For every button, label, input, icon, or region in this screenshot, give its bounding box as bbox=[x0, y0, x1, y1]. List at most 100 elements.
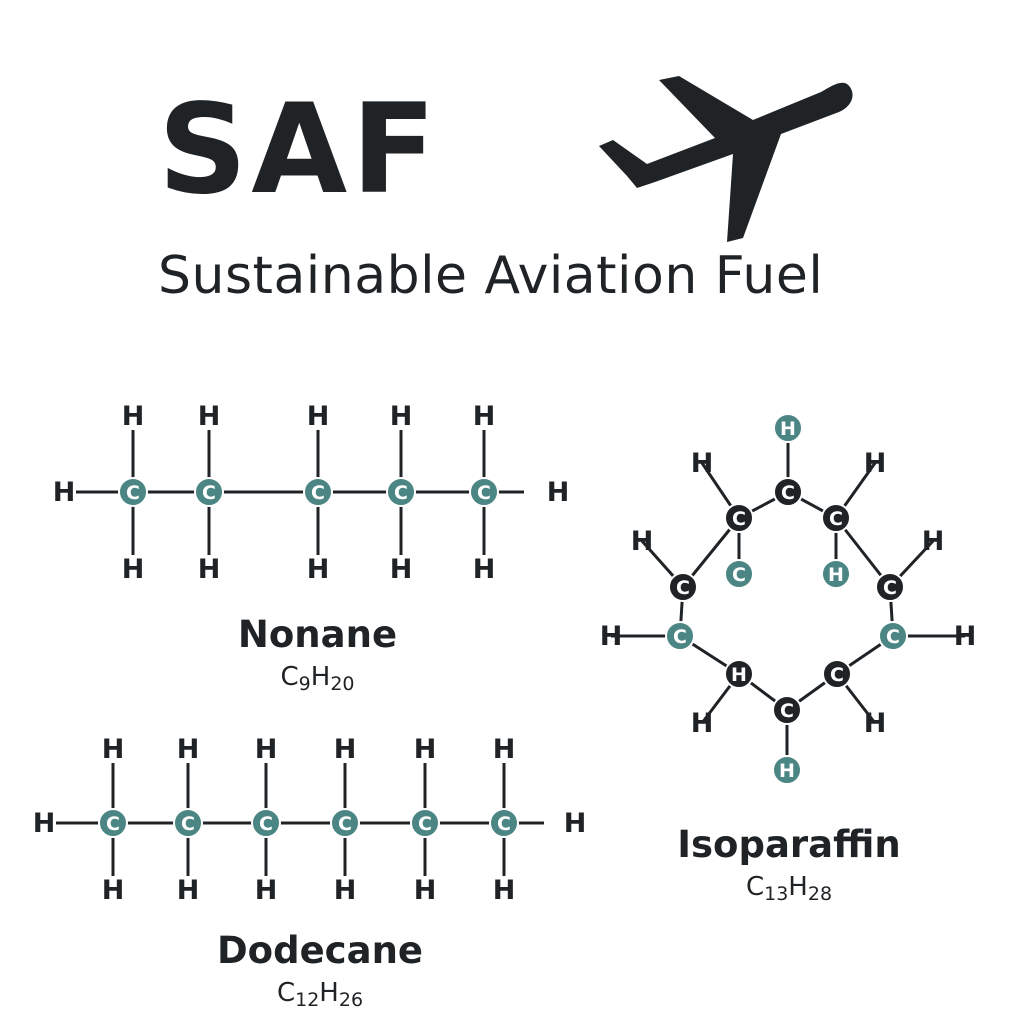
hydrogen-atom: H bbox=[772, 755, 802, 785]
formula-count: 28 bbox=[807, 883, 833, 905]
carbon-atom: C bbox=[173, 808, 203, 838]
carbon-atom: C bbox=[821, 503, 851, 533]
svg-text:C: C bbox=[181, 813, 195, 835]
formula-element: C bbox=[745, 872, 765, 902]
hydrogen-label: H bbox=[390, 554, 413, 585]
hydrogen-label: H bbox=[307, 401, 330, 432]
hydrogen-label: H bbox=[864, 448, 887, 479]
carbon-atom: C bbox=[410, 808, 440, 838]
page-subtitle: Sustainable Aviation Fuel bbox=[158, 246, 824, 306]
svg-text:C: C bbox=[497, 813, 511, 835]
hydrogen-label: H bbox=[177, 734, 200, 765]
nonane-formula: C9H20 bbox=[220, 662, 415, 694]
svg-text:C: C bbox=[830, 664, 844, 686]
svg-text:C: C bbox=[259, 813, 273, 835]
hydrogen-label: H bbox=[53, 477, 76, 508]
hydrogen-label: H bbox=[307, 554, 330, 585]
svg-text:C: C bbox=[673, 626, 687, 648]
carbon-atom: C bbox=[772, 695, 802, 725]
hydrogen-label: H bbox=[33, 808, 56, 839]
carbon-atom: C bbox=[251, 808, 281, 838]
hydrogen-label: H bbox=[255, 734, 278, 765]
svg-text:C: C bbox=[394, 482, 408, 504]
svg-text:C: C bbox=[676, 577, 690, 599]
formula-element: H bbox=[319, 978, 339, 1008]
hydrogen-atom: H bbox=[821, 559, 851, 589]
formula-element: H bbox=[310, 662, 331, 692]
carbon-atom: C bbox=[665, 621, 695, 651]
svg-text:C: C bbox=[886, 626, 900, 648]
svg-text:C: C bbox=[126, 482, 140, 504]
svg-text:C: C bbox=[106, 813, 120, 835]
carbon-atom: C bbox=[724, 503, 754, 533]
nonane-name: Nonane bbox=[237, 613, 398, 656]
formula-count: 9 bbox=[298, 673, 311, 695]
carbon-atom: C bbox=[98, 808, 128, 838]
hydrogen-label: H bbox=[691, 708, 714, 739]
hydrogen-label: H bbox=[922, 526, 945, 557]
hydrogen-label: H bbox=[864, 708, 887, 739]
hydrogen-label: H bbox=[334, 734, 357, 765]
svg-text:C: C bbox=[418, 813, 432, 835]
carbon-atom: C bbox=[668, 572, 698, 602]
svg-text:C: C bbox=[311, 482, 325, 504]
carbon-atom: C bbox=[469, 477, 499, 507]
hydrogen-label: H bbox=[414, 875, 437, 906]
airplane-icon bbox=[599, 76, 853, 242]
hydrogen-label: H bbox=[493, 875, 516, 906]
formula-count: 26 bbox=[338, 989, 364, 1011]
hydrogen-label: H bbox=[547, 477, 570, 508]
carbon-atom: C bbox=[489, 808, 519, 838]
formula-count: 20 bbox=[330, 673, 355, 695]
carbon-atom: C bbox=[822, 659, 852, 689]
carbon-atom: C bbox=[386, 477, 416, 507]
page-title: SAF bbox=[158, 78, 440, 222]
hydrogen-label: H bbox=[691, 448, 714, 479]
svg-text:C: C bbox=[883, 577, 897, 599]
hydrogen-label: H bbox=[102, 875, 125, 906]
hydrogen-label: H bbox=[564, 808, 587, 839]
formula-element: H bbox=[788, 872, 808, 902]
carbon-atom: C bbox=[303, 477, 333, 507]
svg-text:C: C bbox=[780, 700, 794, 722]
dodecane-formula: C12H26 bbox=[220, 978, 420, 1010]
hydrogen-label: H bbox=[473, 554, 496, 585]
hydrogen-label: H bbox=[473, 401, 496, 432]
hydrogen-label: H bbox=[631, 526, 654, 557]
formula-element: C bbox=[276, 978, 296, 1008]
carbon-atom: C bbox=[118, 477, 148, 507]
hydrogen-label: H bbox=[954, 621, 977, 652]
svg-text:C: C bbox=[829, 508, 843, 530]
svg-text:H: H bbox=[828, 564, 844, 586]
carbon-atom: C bbox=[875, 572, 905, 602]
formula-element: C bbox=[280, 662, 299, 692]
svg-text:H: H bbox=[731, 664, 747, 686]
svg-text:C: C bbox=[202, 482, 216, 504]
carbon-atom: C bbox=[330, 808, 360, 838]
hydrogen-label: H bbox=[177, 875, 200, 906]
hydrogen-atom: H bbox=[724, 659, 754, 689]
svg-text:C: C bbox=[338, 813, 352, 835]
hydrogen-label: H bbox=[198, 401, 221, 432]
dodecane-name: Dodecane bbox=[216, 929, 424, 972]
svg-text:C: C bbox=[477, 482, 491, 504]
formula-count: 12 bbox=[295, 989, 320, 1011]
hydrogen-label: H bbox=[414, 734, 437, 765]
hydrogen-label: H bbox=[122, 554, 145, 585]
isoparaffin-name: Isoparaffin bbox=[677, 823, 901, 866]
carbon-atom: C bbox=[194, 477, 224, 507]
carbon-atom: C bbox=[878, 621, 908, 651]
hydrogen-atom: H bbox=[773, 413, 803, 443]
hydrogen-label: H bbox=[390, 401, 413, 432]
formula-count: 13 bbox=[764, 883, 789, 905]
svg-text:C: C bbox=[781, 482, 795, 504]
hydrogen-label: H bbox=[600, 621, 623, 652]
hydrogen-label: H bbox=[334, 875, 357, 906]
hydrogen-label: H bbox=[198, 554, 221, 585]
hydrogen-label: H bbox=[255, 875, 278, 906]
svg-text:H: H bbox=[779, 760, 795, 782]
svg-text:H: H bbox=[780, 418, 796, 440]
